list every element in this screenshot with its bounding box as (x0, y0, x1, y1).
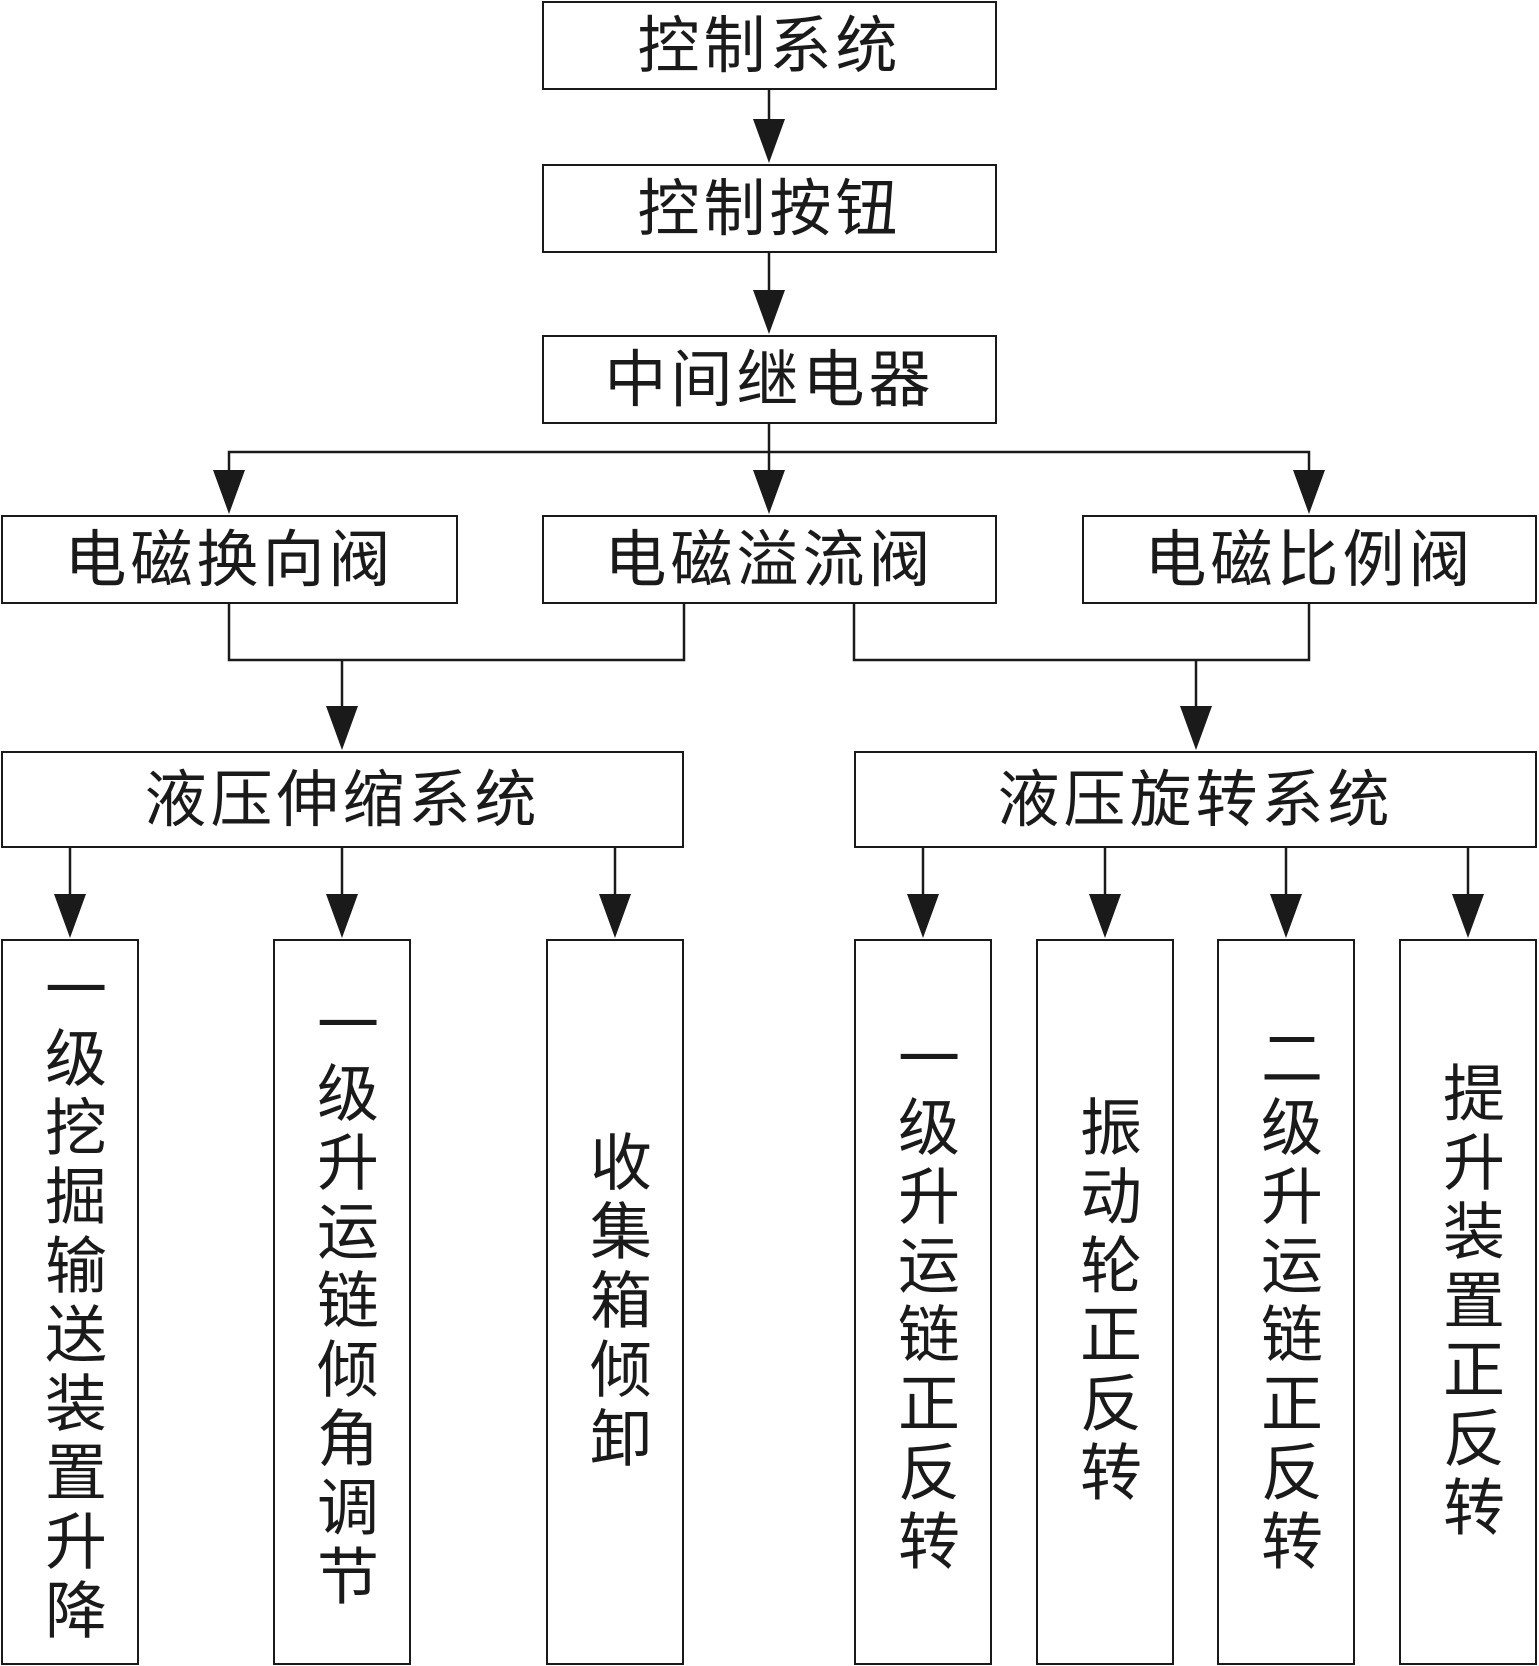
solenoid-proportional-valve-node: 电磁比例阀 (1082, 515, 1537, 604)
valves-to-telescopic-bus (227, 604, 686, 662)
control-system-node: 控制系统 (542, 1, 997, 90)
arrowhead (326, 894, 358, 938)
arrowhead (326, 706, 358, 750)
arrowhead (1089, 894, 1121, 938)
output-node-1: 一级挖掘输送装置升降 (1, 939, 139, 1665)
output-label-4: 一级升运链正反转 (887, 1026, 960, 1578)
output-label-2: 一级升运链倾角调节 (306, 991, 379, 1613)
arrowhead (753, 290, 785, 334)
arrowhead (213, 470, 245, 514)
arrowhead (907, 894, 939, 938)
intermediate-relay-node: 中间继电器 (542, 335, 997, 424)
control-system-label: 控制系统 (637, 8, 902, 82)
output-label-1: 一级挖掘输送装置升降 (34, 957, 107, 1647)
hydraulic-telescopic-system-label: 液压伸缩系统 (144, 762, 541, 836)
output-label-6: 二级升运链正反转 (1250, 1026, 1323, 1578)
hydraulic-rotary-system-label: 液压旋转系统 (997, 762, 1394, 836)
output-node-5: 振动轮正反转 (1036, 939, 1174, 1665)
control-button-label: 控制按钮 (637, 171, 902, 245)
relay-branch-bus (227, 450, 1311, 470)
output-node-2: 一级升运链倾角调节 (273, 939, 411, 1665)
control-button-node: 控制按钮 (542, 164, 997, 253)
output-label-7: 提升装置正反转 (1432, 1060, 1505, 1544)
arrowhead (753, 119, 785, 163)
solenoid-directional-valve-label: 电磁换向阀 (64, 522, 395, 596)
output-node-3: 收集箱倾卸 (546, 939, 684, 1665)
solenoid-overflow-valve-label: 电磁溢流阀 (604, 522, 935, 596)
arrowhead (54, 894, 86, 938)
arrowhead (599, 894, 631, 938)
hydraulic-telescopic-system-node: 液压伸缩系统 (1, 751, 684, 848)
arrowhead (753, 470, 785, 514)
output-label-5: 振动轮正反转 (1069, 1095, 1142, 1509)
valves-to-rotary-bus (852, 604, 1311, 662)
arrowhead (1180, 706, 1212, 750)
output-node-4: 一级升运链正反转 (854, 939, 992, 1665)
hydraulic-rotary-system-node: 液压旋转系统 (854, 751, 1537, 848)
intermediate-relay-label: 中间继电器 (604, 342, 935, 416)
output-node-7: 提升装置正反转 (1399, 939, 1537, 1665)
arrowhead (1293, 470, 1325, 514)
solenoid-proportional-valve-label: 电磁比例阀 (1144, 522, 1475, 596)
solenoid-overflow-valve-node: 电磁溢流阀 (542, 515, 997, 604)
solenoid-directional-valve-node: 电磁换向阀 (1, 515, 458, 604)
output-label-3: 收集箱倾卸 (579, 1129, 652, 1475)
arrowhead (1452, 894, 1484, 938)
output-node-6: 二级升运链正反转 (1217, 939, 1355, 1665)
arrowhead (1270, 894, 1302, 938)
